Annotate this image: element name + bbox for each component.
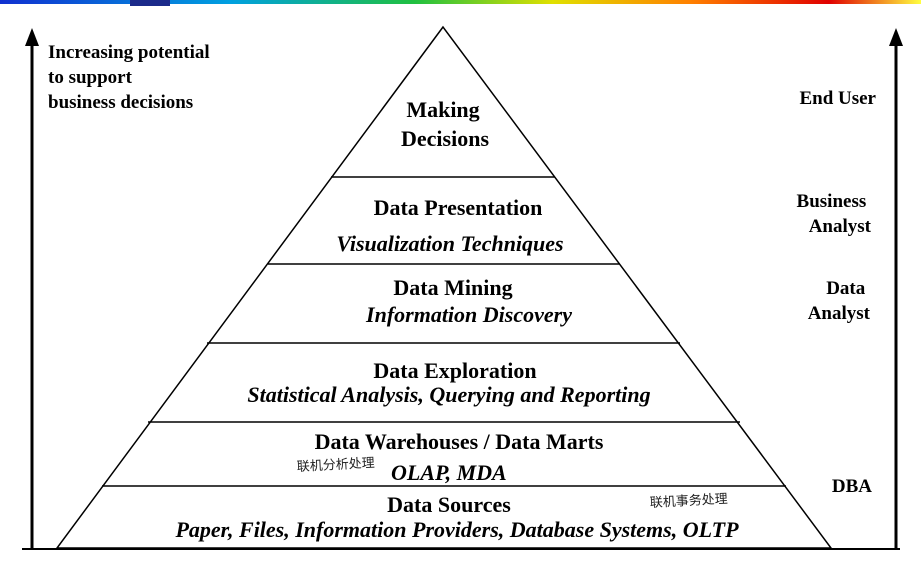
header-title-fragment <box>130 0 170 6</box>
level-5-title: Data Warehouses / Data Marts <box>315 429 604 454</box>
level-3-subtitle: Information Discovery <box>365 302 572 327</box>
level-data-warehouses: Data Warehouses / Data Marts OLAP, MDA 联… <box>296 429 603 485</box>
handwritten-olap-note: 联机分析处理 <box>296 456 375 475</box>
level-6-title: Data Sources <box>387 492 511 517</box>
level-data-sources: Data Sources Paper, Files, Information P… <box>174 491 739 542</box>
level-6-subtitle: Paper, Files, Information Providers, Dat… <box>174 517 739 542</box>
role-end-user: End User <box>799 88 876 109</box>
level-4-title: Data Exploration <box>373 358 536 383</box>
level-2-subtitle: Visualization Techniques <box>336 231 563 256</box>
role-data-analyst: Data Analyst <box>808 278 871 324</box>
caption-line-1: Increasing potential <box>48 42 210 63</box>
level-1-title-line-1: Making <box>406 97 479 122</box>
left-arrow <box>25 28 39 548</box>
level-data-exploration: Data Exploration Statistical Analysis, Q… <box>247 358 650 407</box>
level-dividers <box>102 176 786 487</box>
right-arrow <box>889 28 903 548</box>
level-data-mining: Data Mining Information Discovery <box>365 275 572 327</box>
level-5-subtitle: OLAP, MDA <box>391 460 507 485</box>
caption-line-2: to support <box>48 67 133 88</box>
level-1-title-line-2: Decisions <box>401 126 489 151</box>
level-making-decisions: Making Decisions <box>401 97 489 151</box>
caption-line-3: business decisions <box>48 92 193 113</box>
role-business-analyst: Business Analyst <box>797 191 872 237</box>
handwritten-oltp-note: 联机事务处理 <box>649 491 728 511</box>
potential-caption: Increasing potential to support business… <box>48 42 214 113</box>
role-labels: End User Business Analyst Data Analyst D… <box>797 88 877 497</box>
level-4-subtitle: Statistical Analysis, Querying and Repor… <box>247 382 650 407</box>
level-2-title: Data Presentation <box>374 195 543 220</box>
role-dba: DBA <box>832 476 872 497</box>
header-color-strip <box>0 0 921 4</box>
level-3-title: Data Mining <box>393 275 512 300</box>
level-data-presentation: Data Presentation Visualization Techniqu… <box>336 195 563 256</box>
